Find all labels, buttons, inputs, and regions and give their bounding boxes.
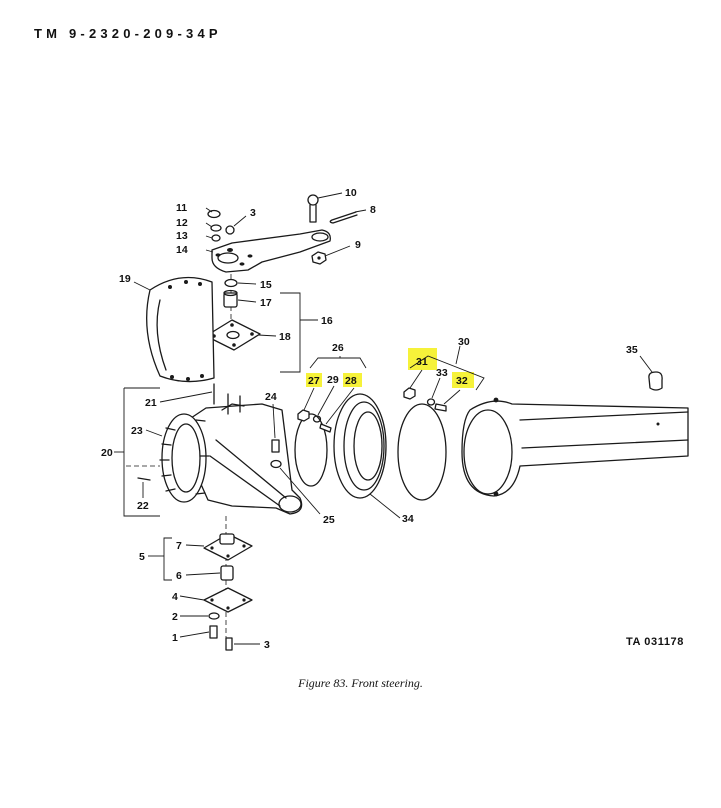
callout-2: 2 [172, 611, 178, 623]
ball-stud-10 [307, 194, 319, 206]
leader-lines [114, 192, 653, 645]
stud-22 [137, 477, 151, 481]
callout-24: 24 [265, 391, 277, 403]
callout-31: 31 [416, 356, 428, 368]
callout-4: 4 [172, 591, 178, 603]
fitting-3-top [225, 225, 235, 235]
callout-5: 5 [139, 551, 145, 563]
part-13 [211, 234, 221, 242]
seal-ring-group [294, 387, 447, 501]
callout-labels: 1 2 3 3 4 5 6 7 8 9 10 11 12 13 14 15 16… [101, 187, 684, 651]
callout-12: 12 [176, 217, 188, 229]
fitting-3-bottom [225, 637, 233, 651]
callout-28: 28 [345, 375, 357, 387]
callout-6: 6 [176, 570, 182, 582]
callout-14: 14 [176, 244, 188, 256]
washer-2 [208, 612, 220, 620]
housing-lug [278, 495, 302, 513]
callout-23: 23 [131, 425, 143, 437]
callout-25: 25 [323, 514, 335, 526]
bolt-28 [319, 423, 332, 433]
callout-17: 17 [260, 297, 272, 309]
steering-arm [211, 229, 331, 273]
bushing-17 [223, 292, 238, 308]
axle-housing [461, 371, 689, 497]
seal-34 [333, 393, 387, 499]
callout-26: 26 [332, 342, 344, 354]
callout-21: 21 [145, 397, 157, 409]
vent-35 [648, 371, 663, 391]
callout-1: 1 [172, 632, 178, 644]
callout-33: 33 [436, 367, 448, 379]
nut-31 [403, 387, 416, 400]
callout-20: 20 [101, 447, 113, 459]
lower-bearing-group [203, 516, 253, 651]
callout-30: 30 [458, 336, 470, 348]
plate-4 [203, 587, 253, 613]
callout-19: 19 [119, 273, 131, 285]
highlight-28 [343, 373, 362, 387]
callout-27: 27 [308, 375, 320, 387]
nut-11 [207, 209, 221, 219]
washer-33 [426, 398, 436, 406]
callout-10: 10 [345, 187, 357, 199]
washer-12 [210, 224, 222, 232]
ring-26 [294, 413, 328, 487]
highlight-27 [306, 373, 322, 387]
tm-number-header: TM 9-2320-209-34P [34, 26, 222, 41]
callout-11: 11 [176, 202, 187, 214]
callout-15: 15 [260, 279, 272, 291]
knuckle-housing-20 [126, 383, 303, 515]
callout-3-bottom: 3 [264, 639, 270, 651]
cover-19 [146, 276, 215, 383]
callout-3-top: 3 [250, 207, 256, 219]
callout-32: 32 [456, 375, 468, 387]
bolt-1 [209, 625, 218, 639]
fitting-24 [271, 439, 280, 453]
nut-27 [297, 409, 310, 422]
plate-18 [205, 319, 261, 351]
callout-8: 8 [370, 204, 376, 216]
bolt-32 [434, 403, 447, 412]
washer-29 [312, 415, 322, 423]
housing-flange [161, 413, 207, 503]
cotter-pin-8 [329, 211, 358, 224]
washer-15 [224, 278, 238, 288]
ring-30 [397, 403, 447, 501]
callout-22: 22 [137, 500, 149, 512]
callout-29: 29 [327, 374, 339, 386]
callout-13: 13 [176, 230, 188, 242]
callout-18: 18 [279, 331, 291, 343]
steering-arm-group [205, 194, 358, 351]
arm-hub [217, 252, 239, 264]
highlight-32 [452, 372, 474, 388]
callout-35: 35 [626, 344, 638, 356]
callout-7: 7 [176, 540, 182, 552]
callout-34: 34 [402, 513, 414, 525]
callout-16: 16 [321, 315, 333, 327]
callout-9: 9 [355, 239, 361, 251]
arm-end-boss [311, 232, 329, 242]
ta-number: TA 031178 [626, 636, 684, 648]
plug-25 [270, 459, 282, 469]
figure-caption: Figure 83. Front steering. [298, 676, 423, 690]
bushing-6 [220, 565, 234, 581]
